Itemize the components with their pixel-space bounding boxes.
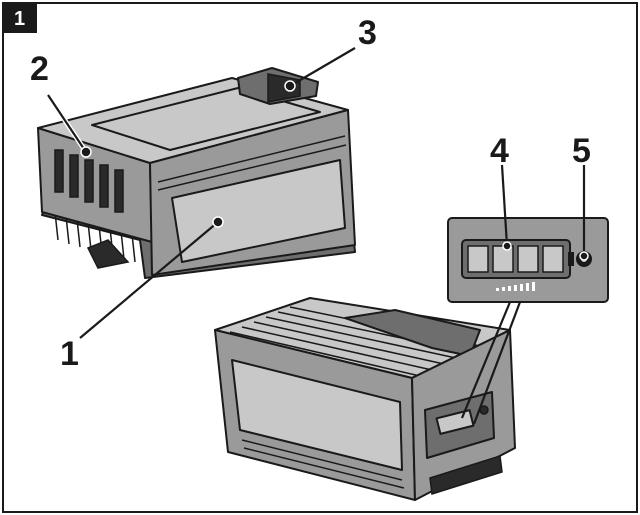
leader-4 (500, 164, 509, 247)
callout-leaders (45, 47, 589, 339)
leader-1 (79, 221, 219, 339)
battery-upper-latch (86, 239, 130, 269)
battery-lower-foot (429, 455, 503, 495)
callout-5: 5 (572, 132, 591, 170)
figure-number: 1 (14, 8, 25, 30)
charge-indicator-zoom (447, 217, 609, 425)
indicator-zoom-led-1 (467, 245, 489, 273)
indicator-zoom-led-tip (568, 252, 574, 266)
indicator-zoom-connector-right (472, 301, 522, 425)
callout-3: 3 (358, 14, 377, 52)
indicator-zoom-connector-left (460, 301, 512, 419)
battery-upper-top-panel (91, 87, 321, 151)
battery-lower-handle-recess (344, 309, 481, 357)
leader-3 (289, 47, 356, 87)
battery-upper (37, 67, 356, 279)
callout-2: 2 (30, 50, 49, 88)
indicator-zoom-led-3 (517, 245, 539, 273)
callout-4: 4 (490, 132, 509, 170)
battery-lower-front-panel (231, 359, 403, 471)
indicator-zoom-led-4 (542, 245, 564, 273)
callout-1: 1 (60, 335, 79, 373)
figure-number-badge: 1 (3, 3, 37, 33)
battery-lower-indicator-display (435, 409, 475, 435)
battery-upper-vents (54, 149, 124, 213)
indicator-zoom-level-bars (496, 282, 535, 291)
battery-upper-label-panel (171, 159, 346, 263)
indicator-zoom-led-2 (492, 245, 514, 273)
leader-2 (47, 94, 87, 153)
battery-upper-rail (157, 135, 346, 183)
battery-upper-base-fins (54, 211, 136, 263)
